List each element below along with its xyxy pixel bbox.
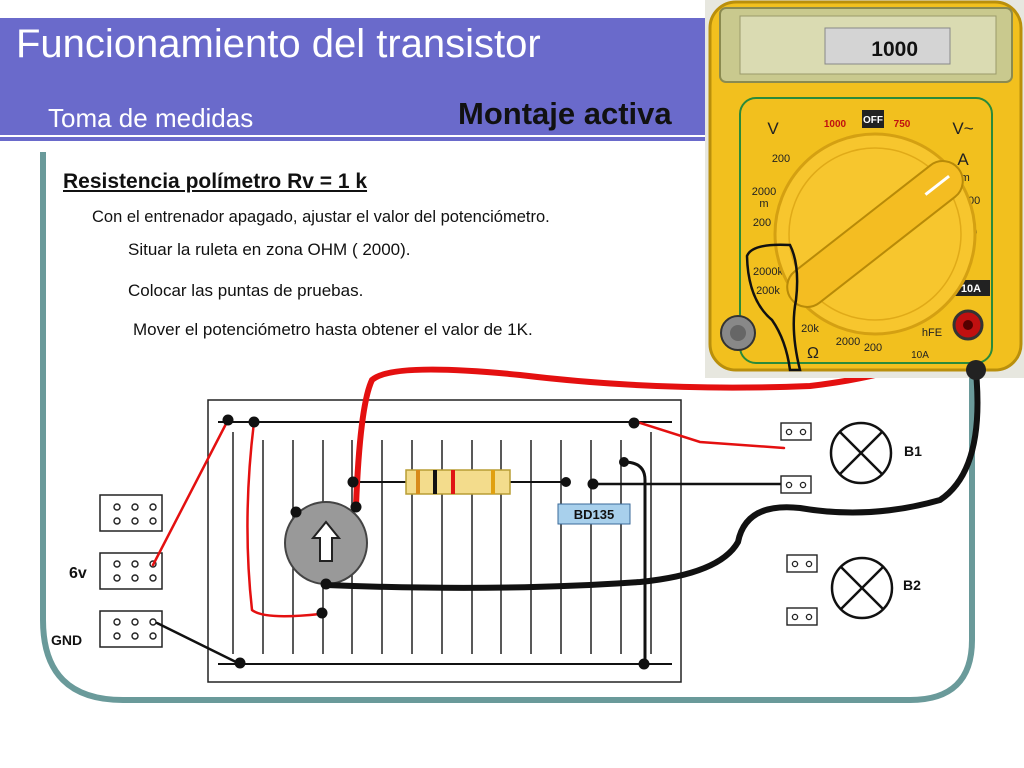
breadboard-dots (222, 414, 650, 670)
lamp-socket-b2-top (786, 554, 818, 573)
resistor (352, 469, 566, 495)
meter-200-label: 200 (772, 153, 790, 165)
meter-2000ohm-label: 2000 (836, 336, 860, 348)
lamp-socket-b1-top (780, 422, 812, 441)
lamp-b2-label: B2 (903, 577, 921, 593)
supply-label: 6v (69, 565, 87, 582)
meter-ohm-label: Ω (807, 345, 819, 362)
ohm-zone-highlight (745, 243, 802, 372)
meter-display: 1000 (871, 38, 918, 61)
title-band (0, 18, 705, 135)
meter-200k-label: 200k (756, 285, 780, 297)
lamp-socket-b1-bottom (780, 475, 812, 494)
instruction-heading: Resistencia polímetro Rv = 1 k (63, 170, 368, 193)
lamp-b1-label: B1 (904, 443, 922, 459)
arrow-up-icon (310, 520, 342, 562)
meter-20k-label: 20k (801, 323, 819, 335)
meter-750-label: 750 (894, 119, 911, 130)
meter-2000-label: 2000 (752, 186, 776, 198)
mode-label: Montaje activa (458, 96, 672, 131)
meter-10a-max-label: 10A (911, 350, 929, 361)
lamp-socket-b2-bottom (786, 607, 818, 626)
slide-frame (40, 152, 975, 703)
instruction-step-1: Con el entrenador apagado, ajustar el va… (92, 208, 550, 226)
wire-lamp-red (632, 419, 786, 450)
breadboard (207, 399, 682, 683)
meter-10a-label: 10A (961, 283, 981, 295)
wire-supply-red (151, 418, 230, 567)
wire-pot-red (246, 420, 322, 618)
connector-block-gnd (99, 610, 163, 648)
instruction-step-2: Situar la ruleta en zona OHM ( 2000). (128, 240, 411, 259)
slide-title: Funcionamiento del transistor (16, 22, 541, 66)
meter-hfe-label: hFE (922, 327, 942, 339)
title-underline (0, 137, 705, 141)
transistor-label: BD135 (574, 507, 614, 522)
meter-amp-label: A (957, 150, 969, 169)
meter-m-label: m (759, 198, 768, 210)
meter-200ohm-label: 200 (864, 342, 882, 354)
wire-gnd-black (155, 621, 242, 666)
connector-block-6v (99, 552, 163, 590)
meter-1000-label: 1000 (824, 119, 847, 130)
slide-subtitle: Toma de medidas (48, 103, 254, 133)
probe-wire-black (323, 369, 981, 591)
black-jack-icon (966, 360, 986, 380)
connector-block-top (99, 494, 163, 532)
dial-knob-icon (786, 160, 964, 308)
lamp-b1-icon (829, 421, 893, 485)
meter-2000k-label: 2000k (753, 266, 783, 278)
instruction-step-3: Colocar las puntas de pruebas. (128, 281, 364, 300)
multimeter: 1000 OFF V V~ 1000 750 A 200 200m 2000 m… (705, 0, 1024, 380)
meter-off-label: OFF (863, 115, 883, 126)
ground-label: GND (51, 632, 82, 648)
meter-200-2-label: 200 (753, 217, 771, 229)
lamp-b2-icon (830, 556, 894, 620)
instruction-step-4: Mover el potenciómetro hasta obtener el … (133, 320, 533, 339)
transistor-body (557, 503, 631, 525)
meter-vdc-label: V (767, 119, 779, 138)
meter-vac-label: V~ (952, 119, 973, 138)
